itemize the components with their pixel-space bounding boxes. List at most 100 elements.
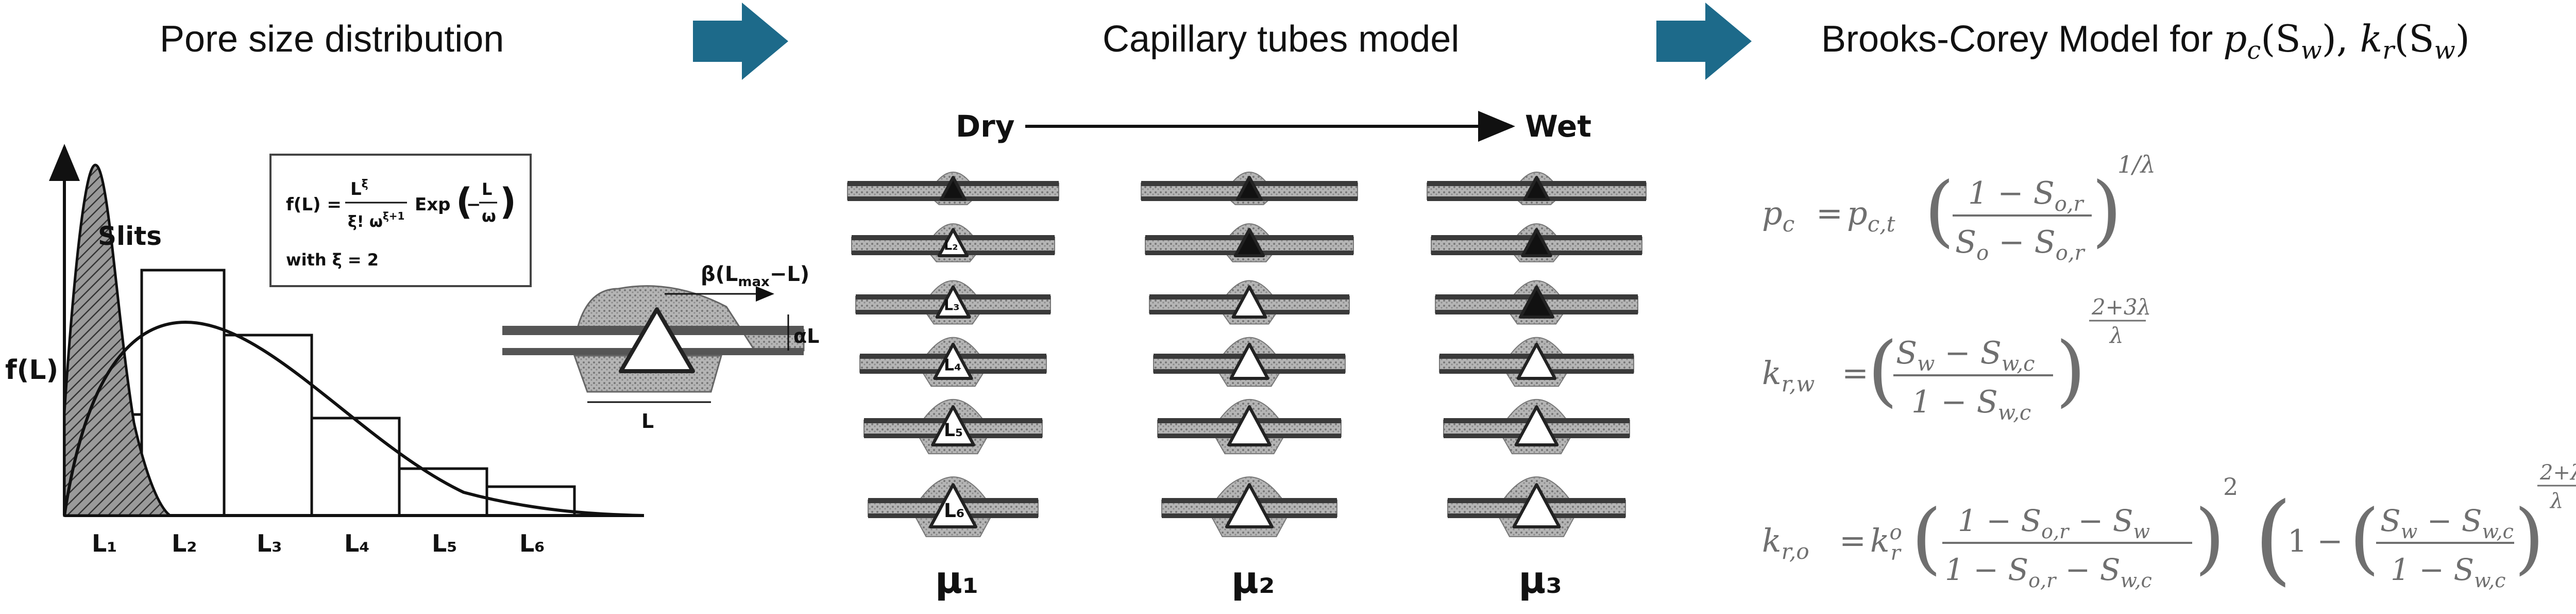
svg-text:): ) xyxy=(500,180,516,223)
svg-text:2+3λ: 2+3λ xyxy=(2091,294,2151,320)
svg-text:): ) xyxy=(2514,493,2545,583)
svg-text:1 − So,r − Sw,c: 1 − So,r − Sw,c xyxy=(1945,552,2152,592)
svg-text:pc: pc xyxy=(1762,194,1794,237)
wet-label: Wet xyxy=(1525,109,1591,144)
pore-triangle xyxy=(619,307,695,373)
tube-column: μ₃ xyxy=(1427,171,1647,602)
pore-empty xyxy=(1514,405,1559,446)
equations-panel: pc = pc,t ( 1 − So,r So − So,r ) 1/λ kr,… xyxy=(1762,151,2576,595)
flow-arrow-2 xyxy=(1656,3,1752,80)
svg-text:ω: ω xyxy=(482,206,496,226)
svg-text:): ) xyxy=(2195,493,2225,583)
svg-text:2: 2 xyxy=(2223,473,2238,501)
histogram-bar xyxy=(223,334,313,517)
capillary-tube xyxy=(1157,399,1342,455)
tube-row-label: L₃ xyxy=(944,297,960,314)
svg-text:L: L xyxy=(641,410,654,433)
svg-text:f(L) =: f(L) = xyxy=(286,194,342,215)
pore-empty xyxy=(933,342,973,380)
capillary-tube xyxy=(1161,476,1337,537)
svg-text:(: ( xyxy=(2349,493,2380,583)
svg-text:λ: λ xyxy=(2109,323,2124,348)
tube-row-label: L₆ xyxy=(944,499,964,522)
svg-text:(: ( xyxy=(456,180,472,223)
pore-empty xyxy=(1227,405,1272,446)
mu-label: μ₂ xyxy=(1231,558,1275,602)
svg-text:λ: λ xyxy=(2549,489,2563,513)
pore-empty xyxy=(928,483,978,528)
histogram-bar xyxy=(398,467,488,517)
capillary-tube: L₆ xyxy=(868,476,1039,537)
capillary-tube xyxy=(1153,337,1346,387)
tube-row-label: L₅ xyxy=(944,420,963,441)
svg-text:1 − Sw,c: 1 − Sw,c xyxy=(2391,552,2506,592)
svg-text:So − So,r: So − So,r xyxy=(1955,224,2086,265)
pore-empty xyxy=(1225,483,1274,528)
svg-text:): ) xyxy=(2092,166,2122,256)
capillary-tube xyxy=(1141,171,1358,205)
svg-text:kor: kor xyxy=(1870,521,1902,565)
svg-text:1 −: 1 − xyxy=(2287,523,2343,559)
svg-text:β(Lmax−L): β(Lmax−L) xyxy=(701,262,809,290)
capillary-tube-grid: L₂ L₃ L₄ L₅ L₆ μ₁ μ₂ μ₃ xyxy=(847,171,1647,602)
pore-empty xyxy=(937,228,969,257)
pore-filled xyxy=(1523,176,1550,201)
svg-text:kr,o: kr,o xyxy=(1762,522,1809,564)
pore-empty xyxy=(1516,342,1557,380)
histogram-bar xyxy=(485,485,576,517)
svg-text:ξ! ωξ+1: ξ! ωξ+1 xyxy=(348,210,404,231)
mu-label: μ₃ xyxy=(1519,558,1563,602)
pore-empty xyxy=(931,405,975,446)
svg-text:1 − Sw,c: 1 − Sw,c xyxy=(1911,384,2031,425)
svg-text:pc,t: pc,t xyxy=(1847,194,1895,237)
header-brooks-corey: Brooks-Corey Model for pc(Sw), kr(Sw) xyxy=(1821,17,2470,65)
capillary-tube: L₄ xyxy=(859,337,1047,387)
tube-row-label: L₄ xyxy=(944,356,961,375)
pore-empty xyxy=(1512,483,1561,528)
distribution-curve xyxy=(63,320,645,517)
pore-empty xyxy=(935,285,971,319)
flow-arrow-1 xyxy=(693,3,788,80)
pore-filled xyxy=(1519,285,1554,319)
capillary-tube xyxy=(847,171,1059,205)
svg-text:(: ( xyxy=(1924,166,1955,256)
histogram-bar xyxy=(140,269,226,517)
header-pore-size: Pore size distribution xyxy=(160,19,504,60)
header-capillary: Capillary tubes model xyxy=(1103,19,1459,60)
equation-pc: pc = pc,t ( 1 − So,r So − So,r ) 1/λ xyxy=(1762,151,2156,265)
slits-label: Slits xyxy=(98,221,162,251)
svg-text:=: = xyxy=(1842,354,1869,392)
mu-label: μ₁ xyxy=(935,558,979,602)
tube-column: L₂ L₃ L₄ L₅ L₆ μ₁ xyxy=(847,171,1059,602)
pore-filled xyxy=(1521,228,1552,257)
capillary-tube: L₃ xyxy=(855,280,1051,325)
svg-text:Lξ: Lξ xyxy=(350,178,368,200)
capillary-tube: L₂ xyxy=(851,223,1055,262)
svg-text:−: − xyxy=(466,194,481,215)
pore-empty xyxy=(1229,342,1269,380)
pore-filled xyxy=(1233,228,1265,257)
svg-text:1 − So,r − Sw: 1 − So,r − Sw xyxy=(1958,503,2150,543)
capillary-tube xyxy=(1443,399,1630,455)
tube-column: μ₂ xyxy=(1141,171,1358,602)
svg-text:Exp: Exp xyxy=(415,194,451,215)
equation-krw: kr,w = ( Sw − Sw,c 1 − Sw,c ) 2+3λ λ xyxy=(1762,294,2151,425)
svg-text:): ) xyxy=(2056,326,2086,416)
slits-peak xyxy=(63,163,174,517)
formula-box: f(L) = Lξ ξ! ωξ+1 Exp ( − L ω ) with ξ =… xyxy=(269,154,532,287)
svg-text:L: L xyxy=(482,179,492,199)
svg-text:(: ( xyxy=(1868,326,1898,416)
svg-text:Sw − Sw,c: Sw − Sw,c xyxy=(1896,335,2035,376)
x-tick-label: L₃ xyxy=(257,529,282,557)
x-tick-label: L₅ xyxy=(432,529,457,557)
svg-text:(: ( xyxy=(1911,493,1942,583)
x-tick-label: L₁ xyxy=(92,529,117,557)
histogram-bar xyxy=(310,417,401,517)
capillary-tube xyxy=(1439,337,1634,387)
svg-text:2+λ: 2+λ xyxy=(2539,461,2576,485)
